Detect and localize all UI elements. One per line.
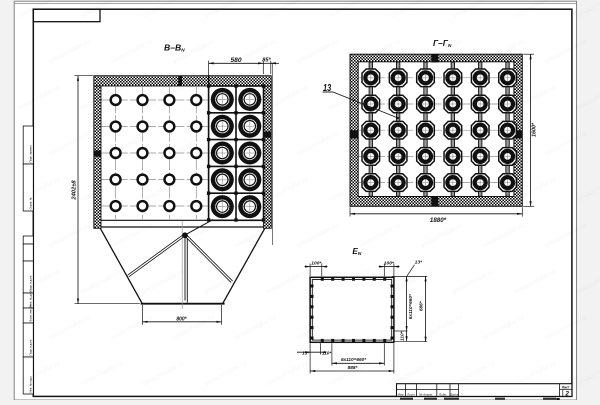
svg-text:Лист: Лист [406, 392, 415, 396]
svg-text:Взам. инв. №: Взам. инв. № [28, 305, 32, 322]
svg-text:13*: 13* [302, 351, 309, 356]
svg-text:Подп. и дата: Подп. и дата [28, 339, 32, 355]
svg-text:ЕN: ЕN [352, 247, 361, 256]
svg-text:1600*: 1600* [532, 122, 538, 137]
svg-text:110*: 110* [400, 331, 405, 340]
svg-text:Справ. №: Справ. № [28, 197, 32, 209]
svg-text:580: 580 [230, 57, 241, 64]
svg-text:100*: 100* [384, 261, 395, 267]
svg-text:Дата: Дата [449, 392, 458, 396]
svg-text:Инв. № подл.: Инв. № подл. [28, 376, 32, 393]
svg-text:№ докум.: № докум. [419, 392, 433, 396]
svg-text:Изм.: Изм. [398, 392, 405, 396]
svg-text:6х110=660*: 6х110=660* [408, 294, 413, 319]
svg-text:Подп. и дата: Подп. и дата [28, 275, 32, 291]
svg-text:686*: 686* [419, 301, 424, 311]
svg-text:В–ВN: В–ВN [164, 43, 185, 53]
svg-text:Лист: Лист [562, 385, 570, 389]
svg-text:13*: 13* [415, 259, 423, 265]
svg-text:Подп.: Подп. [439, 392, 447, 396]
svg-text:100*: 100* [311, 261, 322, 267]
svg-text:800*: 800* [176, 317, 187, 323]
svg-text:Г–ГN: Г–ГN [433, 38, 452, 48]
svg-text:110*: 110* [322, 351, 331, 356]
svg-text:6х110=660*: 6х110=660* [341, 357, 366, 362]
svg-text:Инв. № дубл.: Инв. № дубл. [28, 290, 32, 307]
svg-text:85*: 85* [262, 58, 271, 64]
svg-text:888*: 888* [348, 365, 358, 370]
svg-text:13: 13 [323, 83, 331, 94]
svg-text:2402±8: 2402±8 [72, 180, 78, 201]
svg-text:2: 2 [564, 391, 569, 398]
svg-text:1880*: 1880* [430, 217, 447, 224]
svg-text:Перв. примен.: Перв. примен. [28, 144, 32, 162]
